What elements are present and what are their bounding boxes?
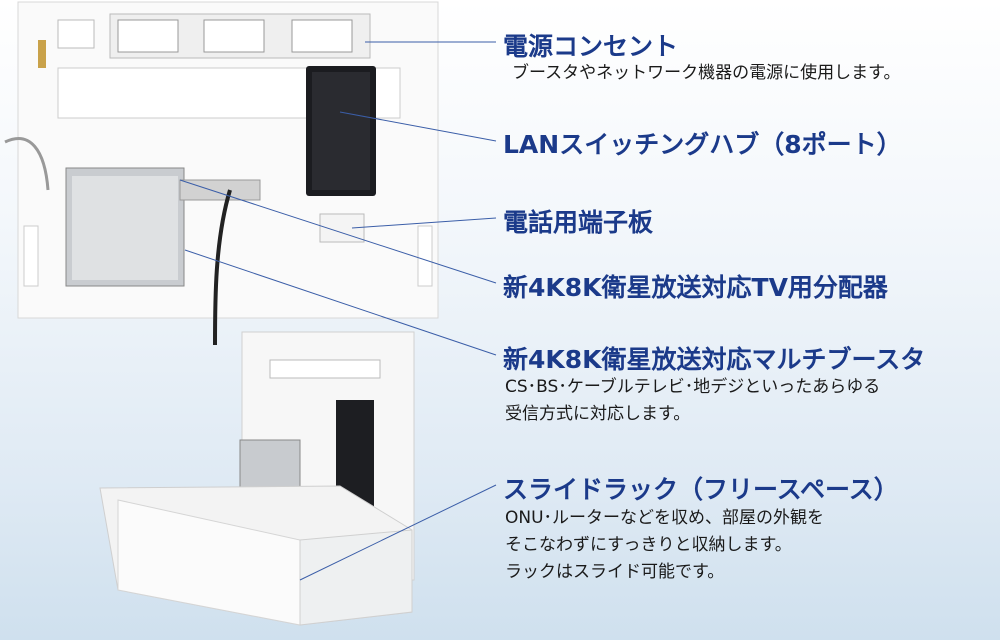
callout-desc-booster-2: 受信方式に対応します。 [505, 404, 691, 424]
callout-desc-rack-1: ONU･ルーターなどを収め、部屋の外観を [505, 508, 825, 528]
lan-hub [306, 66, 376, 196]
callout-title-slide-rack: スライドラック（フリースペース） [503, 475, 899, 504]
callout-title-lan-hub: LANスイッチングハブ（8ポート） [503, 130, 902, 159]
callout-title-booster: 新4K8K衛星放送対応マルチブースタ [503, 345, 926, 374]
callout-title-phone-board: 電話用端子板 [503, 208, 654, 237]
leader-line-hub [339, 111, 497, 142]
callout-desc-rack-3: ラックはスライド可能です。 [505, 562, 725, 582]
tv-splitter [179, 179, 261, 201]
slide-rack [99, 485, 413, 626]
callout-title-power-outlet: 電源コンセント [503, 32, 679, 61]
callout-desc-power-outlet: ブースタやネットワーク機器の電源に使用します。 [512, 63, 901, 83]
callout-desc-rack-2: そこなわずにすっきりと収納します。 [505, 535, 792, 555]
callout-desc-booster-1: CS･BS･ケーブルテレビ･地デジといったあらゆる [505, 377, 881, 397]
leader-line-rack [299, 484, 497, 581]
leader-line-booster [184, 249, 497, 356]
leader-line-splitter [179, 179, 497, 284]
panel-bottom-photo [99, 331, 415, 626]
panel-top-photo [4, 1, 439, 346]
booster-device [65, 167, 185, 287]
power-outlet-strip [109, 13, 371, 59]
leader-line-phone [351, 217, 497, 229]
callout-title-tv-splitter: 新4K8K衛星放送対応TV用分配器 [503, 273, 888, 302]
